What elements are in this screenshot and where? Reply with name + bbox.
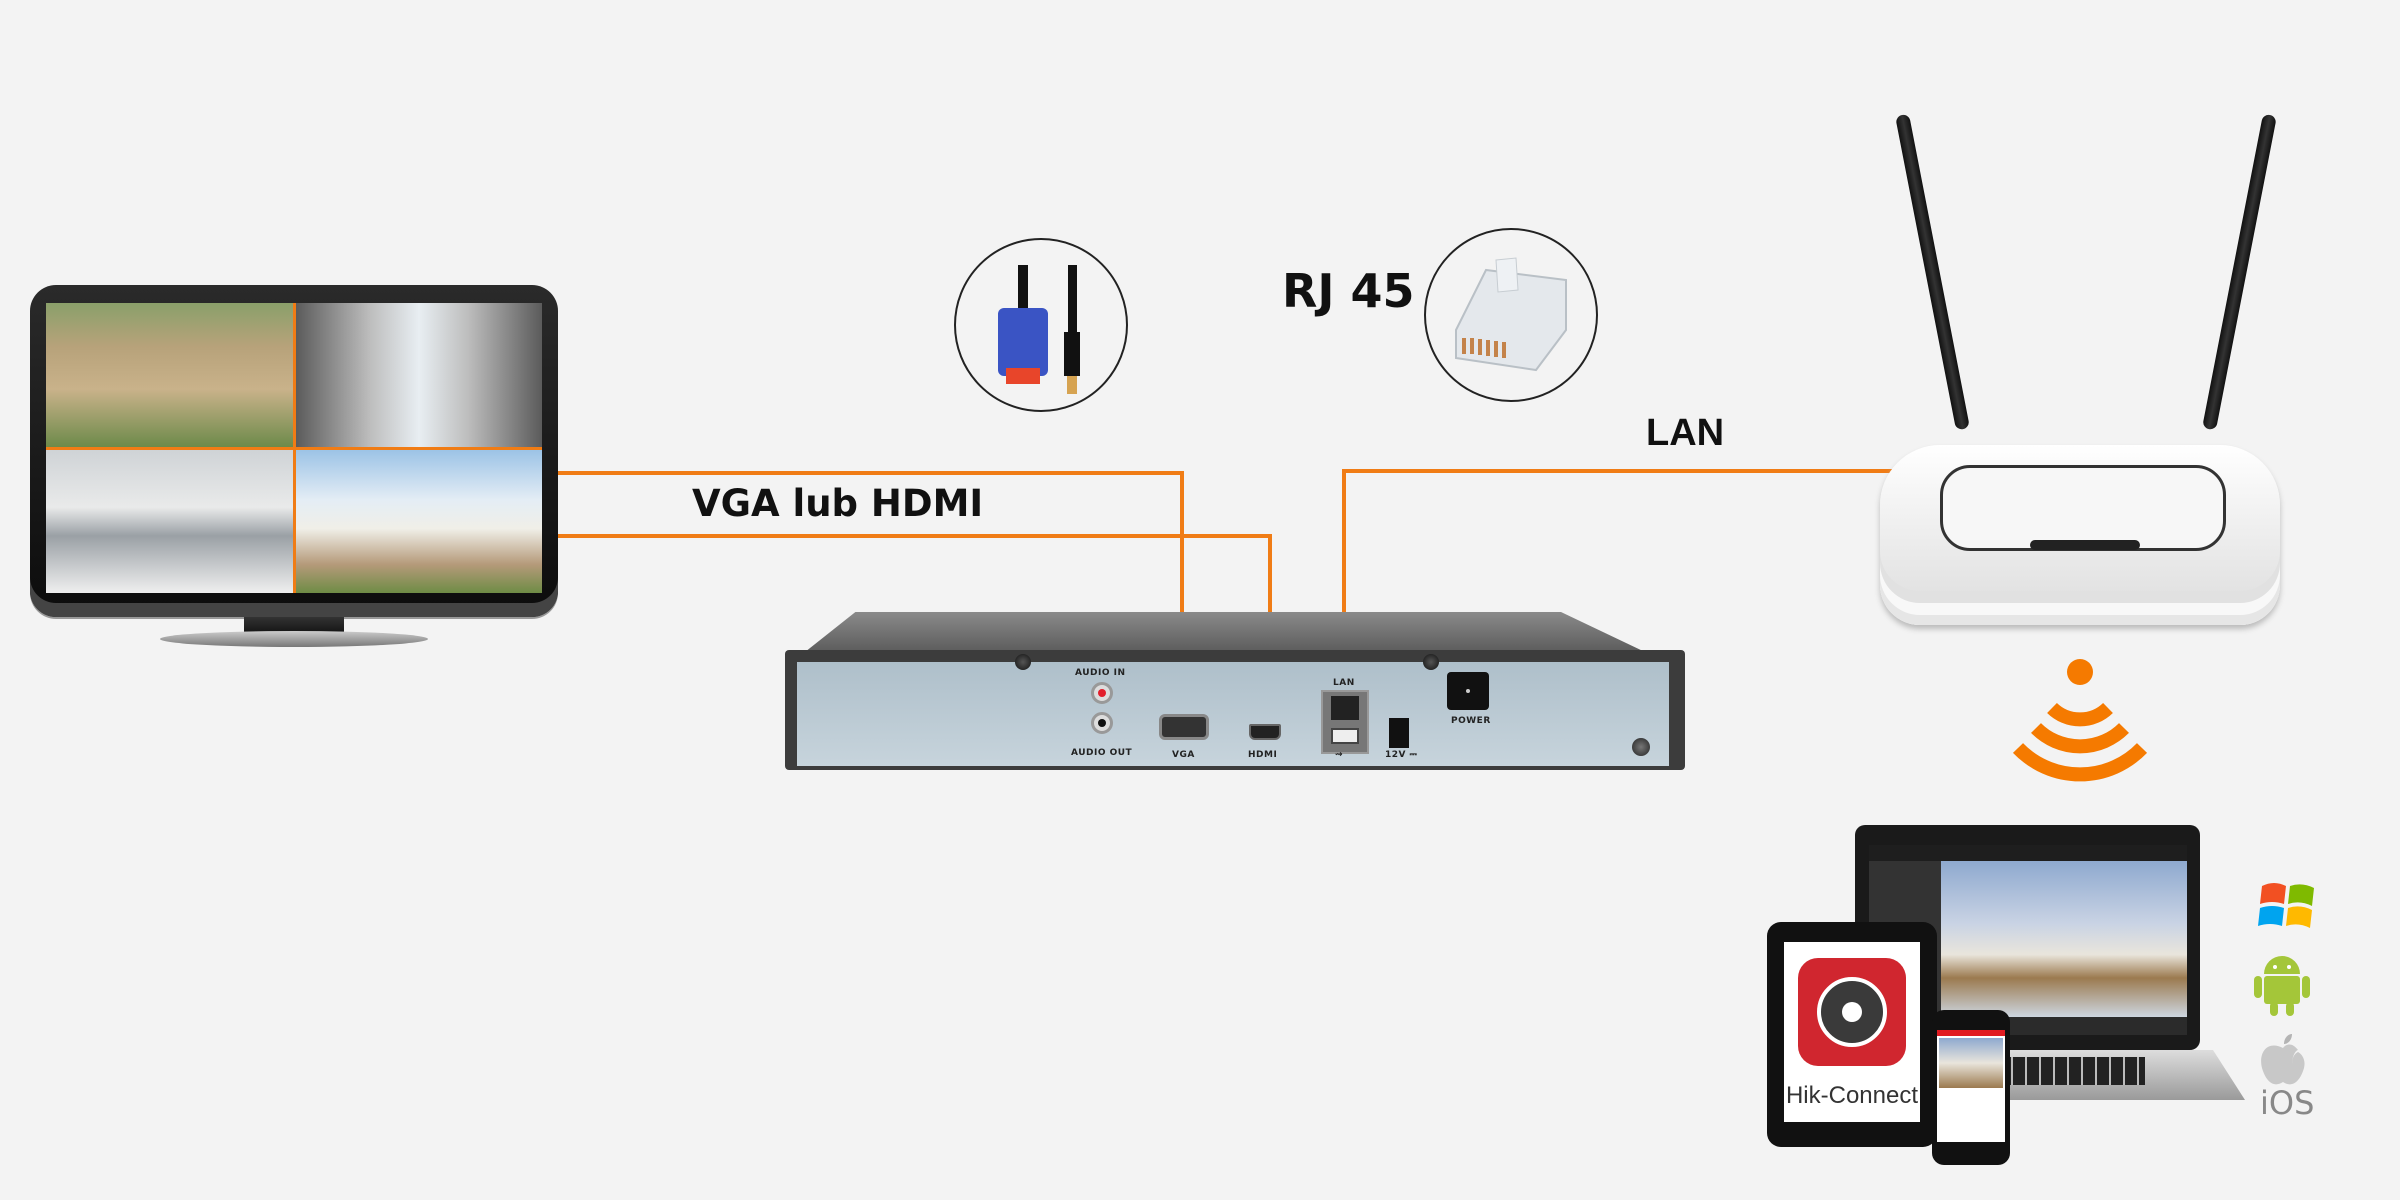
phone-app-header bbox=[1937, 1030, 2005, 1036]
screw-icon bbox=[1015, 654, 1031, 670]
router-antenna-right bbox=[2202, 113, 2277, 431]
ios-label: iOS bbox=[2260, 1084, 2315, 1122]
nvr-recorder: AUDIO IN AUDIO OUT VGA HDMI LAN ⇝ 12V ⎓ … bbox=[785, 612, 1685, 777]
router-top-panel bbox=[1940, 465, 2226, 551]
lan-port[interactable] bbox=[1331, 696, 1359, 720]
wire-lan-drop bbox=[1342, 469, 1346, 719]
vga-port[interactable] bbox=[1159, 714, 1209, 740]
tablet: Hik-Connect bbox=[1767, 922, 1937, 1147]
lan-port-label: LAN bbox=[1333, 678, 1355, 688]
audio-out-label: AUDIO OUT bbox=[1071, 748, 1133, 758]
phone-live-view bbox=[1939, 1038, 2003, 1088]
dc-label: 12V ⎓ bbox=[1385, 750, 1418, 760]
router-antenna-left bbox=[1895, 113, 1970, 431]
vga-label: VGA bbox=[1172, 750, 1195, 760]
app-name-label: Hik-Connect bbox=[1785, 1082, 1919, 1109]
camera-feed-office bbox=[46, 449, 293, 593]
vga-hdmi-cable-icon bbox=[998, 265, 1080, 394]
tablet-screen: Hik-Connect bbox=[1784, 942, 1920, 1122]
monitor-screen bbox=[46, 303, 542, 593]
wifi-router bbox=[1880, 113, 2280, 625]
monitor-bezel bbox=[30, 285, 558, 617]
rj45-label: RJ 45 bbox=[1282, 264, 1415, 318]
screw-icon bbox=[1423, 654, 1439, 670]
usb-label: ⇝ bbox=[1335, 750, 1344, 760]
dc-power-jack[interactable] bbox=[1389, 718, 1409, 748]
hdmi-label: HDMI bbox=[1248, 750, 1278, 760]
monitor-stand-neck bbox=[244, 617, 344, 635]
wire-vga bbox=[558, 471, 1184, 475]
wifi-signal-icon bbox=[2000, 650, 2160, 790]
vga-hdmi-label: VGA lub HDMI bbox=[692, 482, 984, 525]
nvr-port-panel: AUDIO IN AUDIO OUT VGA HDMI LAN ⇝ 12V ⎓ … bbox=[797, 654, 1669, 766]
app-titlebar bbox=[1869, 845, 2187, 861]
live-view-house bbox=[1941, 861, 2187, 1017]
audio-in-label: AUDIO IN bbox=[1075, 668, 1126, 678]
audio-in-port[interactable] bbox=[1091, 682, 1113, 704]
power-switch[interactable] bbox=[1447, 672, 1489, 710]
hik-connect-app-icon[interactable] bbox=[1798, 958, 1906, 1066]
monitor-stand-base bbox=[160, 631, 428, 647]
phone-screen bbox=[1937, 1030, 2005, 1142]
smartphone bbox=[1932, 1010, 2010, 1165]
rj45-plug-icon bbox=[1455, 257, 1567, 372]
usb-port[interactable] bbox=[1331, 728, 1359, 744]
lan-label: LAN bbox=[1646, 412, 1725, 454]
apple-icon bbox=[2258, 1030, 2308, 1090]
ground-terminal-icon bbox=[1632, 738, 1650, 756]
camera-feed-warehouse bbox=[295, 303, 542, 447]
wire-vga-drop bbox=[1180, 471, 1184, 741]
nvr-top-panel bbox=[805, 612, 1645, 652]
router-status-lights bbox=[2030, 540, 2140, 550]
audio-out-port[interactable] bbox=[1091, 712, 1113, 734]
lan-usb-block bbox=[1321, 690, 1369, 754]
android-icon bbox=[2252, 950, 2312, 1018]
nvr-rear-panel: AUDIO IN AUDIO OUT VGA HDMI LAN ⇝ 12V ⎓ … bbox=[785, 650, 1685, 770]
wire-hdmi bbox=[558, 534, 1272, 538]
camera-feed-garage bbox=[295, 449, 542, 593]
windows-icon bbox=[2258, 876, 2318, 936]
camera-feed-construction bbox=[46, 303, 293, 447]
router-body bbox=[1880, 445, 2280, 625]
wire-lan bbox=[1342, 469, 1905, 473]
camera-lens-icon bbox=[1817, 977, 1887, 1047]
hdmi-port[interactable] bbox=[1249, 724, 1281, 740]
power-label: POWER bbox=[1451, 716, 1491, 726]
rj45-plug-circle bbox=[1424, 228, 1598, 402]
monitor bbox=[30, 285, 558, 665]
vga-hdmi-cable-circle bbox=[954, 238, 1128, 412]
